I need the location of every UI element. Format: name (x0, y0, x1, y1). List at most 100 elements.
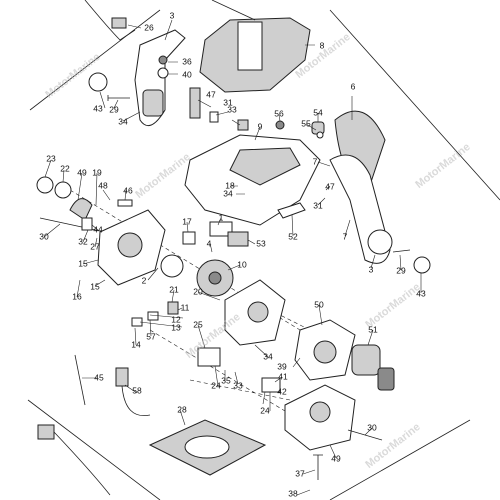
callout-label: 35 (221, 375, 231, 386)
callout-label: 43 (416, 288, 426, 299)
housing-9-inner (229, 147, 301, 186)
callout-label: 42 (277, 386, 287, 397)
callout-label: 21 (169, 284, 179, 295)
callout-label: 16 (72, 291, 82, 302)
callout-label: 31 (223, 97, 233, 108)
cam-4 (160, 254, 184, 278)
callout-label: 6 (350, 81, 356, 92)
connector-26 (111, 17, 127, 29)
callout-label: 47 (206, 89, 216, 100)
ring-23 (36, 176, 54, 194)
callout-label: 13 (171, 322, 181, 333)
callout-label: 41 (278, 371, 288, 382)
bolt-37 (313, 454, 323, 480)
shaft-51-spline (377, 367, 395, 391)
callout-label: 25 (193, 319, 203, 330)
collar-17 (182, 231, 196, 245)
gear-10-hub (208, 271, 222, 285)
callout-label: 3 (169, 10, 175, 21)
callout-label: 32 (78, 236, 88, 247)
harness-wire-top (84, 0, 136, 41)
plate-1 (209, 221, 233, 237)
nut-36 (158, 55, 168, 65)
callout-label: 43 (93, 103, 103, 114)
callout-label: 53 (256, 238, 266, 249)
callout-label: 8 (319, 40, 325, 51)
shim-53 (227, 231, 249, 247)
washer-40 (157, 67, 169, 79)
callout-label: 17 (182, 216, 192, 227)
rod-30 (39, 217, 106, 233)
callout-label: 47 (325, 181, 335, 192)
callout-label: 49 (77, 167, 87, 178)
callout-label: 33 (227, 104, 237, 115)
callout-label: 7 (312, 156, 318, 167)
callout-label: 46 (123, 185, 133, 196)
callout-label: 34 (223, 188, 233, 199)
leaders (43, 19, 422, 496)
callout-label: 33 (233, 380, 243, 391)
callout-label: 28 (177, 404, 187, 415)
callout-label: 29 (396, 265, 406, 276)
harness-wire-bottom (53, 431, 111, 496)
frame-bottom (27, 399, 471, 500)
callout-label: 4 (206, 238, 212, 249)
callout-label: 9 (257, 121, 263, 132)
connector-bottom (37, 424, 55, 440)
harness-wire-58 (121, 385, 151, 417)
callout-label: 23 (46, 153, 56, 164)
block-11 (167, 301, 179, 315)
screw-56 (275, 120, 285, 130)
shaft-51 (351, 344, 381, 376)
washer-43b (413, 256, 431, 274)
lever-hub (367, 229, 393, 255)
callout-label: 18 (225, 180, 235, 191)
friction-plate-52 (277, 202, 306, 219)
callout-label: 19 (92, 167, 102, 178)
callout-label: 45 (94, 372, 104, 383)
clip-12 (147, 311, 159, 321)
ring-55 (316, 131, 324, 139)
callout-label: 40 (182, 69, 192, 80)
callout-label: 51 (368, 324, 378, 335)
tie-45 (74, 354, 86, 406)
callout-label: 48 (98, 180, 108, 191)
callout-label: 27 (90, 241, 100, 252)
housing-20-bore (247, 301, 269, 323)
callout-label: 20 (193, 286, 203, 297)
gasket-28-hole (184, 435, 230, 459)
callout-label: 55 (301, 118, 311, 129)
callout-label: 24 (211, 380, 221, 391)
callout-label: 12 (171, 314, 181, 325)
shift-lever (211, 0, 256, 21)
callout-label: 34 (118, 116, 128, 127)
spring-46 (117, 199, 133, 207)
callout-label: 44 (93, 224, 103, 235)
callout-label: 50 (314, 299, 324, 310)
switch-25 (197, 347, 221, 367)
callout-label: 15 (78, 258, 88, 269)
handle-slot (237, 21, 263, 71)
callout-label: 49 (331, 453, 341, 464)
callout-label: 29 (109, 104, 119, 115)
callout-label: 14 (131, 339, 141, 350)
clip-47a (189, 87, 201, 119)
callout-label: 2 (141, 275, 147, 286)
callout-label: 34 (263, 351, 273, 362)
callout-label: 30 (367, 422, 377, 433)
callout-label: 52 (288, 231, 298, 242)
callout-label: 37 (295, 468, 305, 479)
callout-label: 36 (182, 56, 192, 67)
frame-top (29, 9, 500, 201)
bracket-32 (81, 217, 93, 231)
cam-1 (69, 198, 93, 221)
connector-58 (115, 367, 129, 387)
plate-31 (209, 111, 219, 123)
washer-43 (88, 72, 108, 92)
callout-label: 24 (260, 405, 270, 416)
callout-label: 1 (218, 212, 224, 223)
callout-label: 3 (368, 264, 374, 275)
bolt-29 (107, 95, 130, 101)
